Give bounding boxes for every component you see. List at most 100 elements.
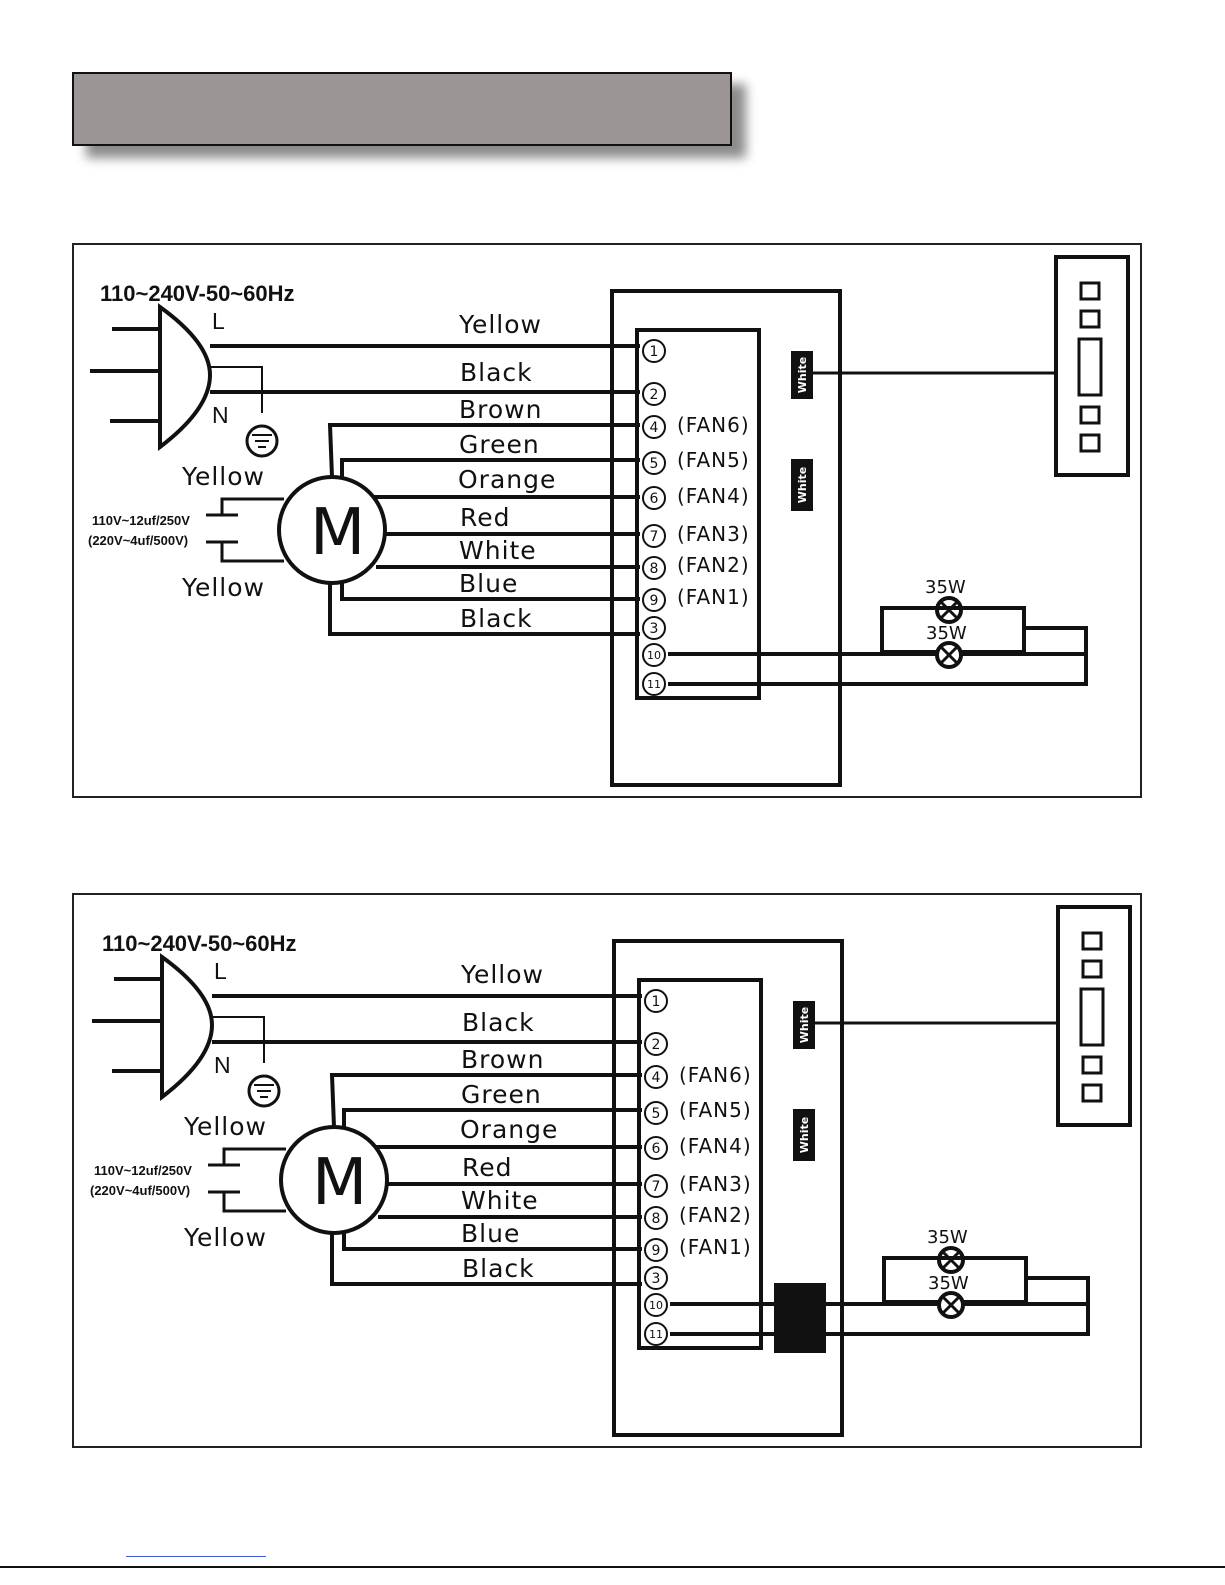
wire-label: Orange xyxy=(458,465,556,494)
switch-button xyxy=(1081,959,1103,979)
wire-label: Blue xyxy=(461,1219,520,1248)
line-label: L xyxy=(212,308,225,334)
switch-button xyxy=(1079,405,1101,425)
terminal-number: 7 xyxy=(652,1179,661,1195)
capacitor-label-1: 110V~12uf/250V xyxy=(92,513,190,528)
fan-speed-label: (FAN6) xyxy=(679,1063,752,1087)
power-plug xyxy=(158,303,213,452)
wire-label: Red xyxy=(462,1153,513,1182)
footer-link-underline[interactable] xyxy=(126,1556,266,1557)
terminal-number: 4 xyxy=(650,420,659,436)
motor-label: M xyxy=(310,496,365,570)
wire-label: Green xyxy=(459,430,540,459)
fan-speed-label: (FAN1) xyxy=(677,585,750,609)
terminal-number: 5 xyxy=(652,1106,661,1122)
line-label: L xyxy=(214,958,227,984)
supply-voltage-label: 110~240V-50~60Hz xyxy=(100,281,295,306)
switch-button xyxy=(1079,309,1101,329)
wire-label: Black xyxy=(460,604,533,633)
motor-label: M xyxy=(312,1146,367,1220)
switch-button xyxy=(1079,281,1101,301)
wire-label: Black xyxy=(460,358,533,387)
fan-speed-label: (FAN3) xyxy=(677,522,750,546)
lamp-wattage-label: 35W xyxy=(926,623,967,644)
motor-bottom-wire-label: Yellow xyxy=(181,573,265,602)
fan-speed-label: (FAN3) xyxy=(679,1172,752,1196)
wire-label: Brown xyxy=(461,1045,544,1074)
terminal-number: 2 xyxy=(652,1037,661,1053)
wire-label: White xyxy=(461,1186,539,1215)
capacitor-label-2: (220V~4uf/500V) xyxy=(90,1183,190,1198)
wire-label: Black xyxy=(462,1254,535,1283)
fan-speed-label: (FAN4) xyxy=(677,484,750,508)
transformer-block xyxy=(774,1283,826,1353)
terminal-number: 3 xyxy=(652,1271,661,1287)
power-plug xyxy=(160,953,215,1102)
terminal-number: 4 xyxy=(652,1070,661,1086)
page-bottom-rule xyxy=(0,1566,1225,1568)
wire-label: Brown xyxy=(459,395,542,424)
supply-voltage-label: 110~240V-50~60Hz xyxy=(102,931,297,956)
fan-speed-label: (FAN1) xyxy=(679,1235,752,1259)
wire-label: Green xyxy=(461,1080,542,1109)
terminal-number: 8 xyxy=(652,1211,661,1227)
terminal-number: 1 xyxy=(652,994,661,1010)
switch-button xyxy=(1081,1083,1103,1103)
wiring-diagram-1: 110~240V-50~60Hz L N Yellow Yellow 110V~… xyxy=(72,243,1142,798)
wiring-diagram-2: 110~240V-50~60Hz L N Yellow Yellow 110V~… xyxy=(72,893,1142,1448)
terminal-number: 8 xyxy=(650,561,659,577)
lamp-icon xyxy=(937,1246,965,1274)
section-title-banner xyxy=(72,72,732,146)
terminal-number: 7 xyxy=(650,529,659,545)
switch-panel xyxy=(1056,905,1132,1127)
connector-label: White xyxy=(798,1117,811,1153)
wire-label: Orange xyxy=(460,1115,558,1144)
terminal-number: 11 xyxy=(649,1328,663,1341)
switch-button xyxy=(1079,433,1101,453)
terminal-number: 9 xyxy=(652,1243,661,1259)
wire-label: Yellow xyxy=(460,960,544,989)
terminal-number: 6 xyxy=(650,491,659,507)
motor-top-wire-label: Yellow xyxy=(183,1112,267,1141)
fan-speed-label: (FAN2) xyxy=(677,553,750,577)
switch-display xyxy=(1079,987,1105,1047)
wire-label: Yellow xyxy=(458,310,542,339)
motor-bottom-wire-label: Yellow xyxy=(183,1223,267,1252)
switch-panel xyxy=(1054,255,1130,477)
wire-label: Black xyxy=(462,1008,535,1037)
lamp-icon xyxy=(935,596,963,624)
fan-speed-label: (FAN5) xyxy=(677,448,750,472)
terminal-number: 6 xyxy=(652,1141,661,1157)
earth-icon xyxy=(245,424,279,458)
lamp-wattage-label: 35W xyxy=(928,1273,969,1294)
fan-speed-label: (FAN6) xyxy=(677,413,750,437)
switch-button xyxy=(1081,1055,1103,1075)
fan-speed-label: (FAN2) xyxy=(679,1203,752,1227)
terminal-number: 3 xyxy=(650,621,659,637)
terminal-number: 10 xyxy=(647,649,661,662)
wire-label: White xyxy=(459,536,537,565)
switch-button xyxy=(1081,931,1103,951)
neutral-label: N xyxy=(212,402,229,428)
terminal-number: 9 xyxy=(650,593,659,609)
terminal-number: 11 xyxy=(647,678,661,691)
capacitor-label-1: 110V~12uf/250V xyxy=(94,1163,192,1178)
lamp-wattage-label: 35W xyxy=(925,577,966,598)
fan-speed-label: (FAN5) xyxy=(679,1098,752,1122)
terminal-number: 10 xyxy=(649,1299,663,1312)
connector-label: White xyxy=(796,467,809,503)
terminal-number: 2 xyxy=(650,387,659,403)
terminal-number: 5 xyxy=(650,456,659,472)
terminal-number: 1 xyxy=(650,344,659,360)
connector-label: White xyxy=(796,357,809,393)
motor-top-wire-label: Yellow xyxy=(181,462,265,491)
neutral-label: N xyxy=(214,1052,231,1078)
earth-icon xyxy=(247,1074,281,1108)
connector-label: White xyxy=(798,1007,811,1043)
fan-speed-label: (FAN4) xyxy=(679,1134,752,1158)
switch-display xyxy=(1077,337,1103,397)
wire-label: Red xyxy=(460,503,511,532)
capacitor-label-2: (220V~4uf/500V) xyxy=(88,533,188,548)
wire-label: Blue xyxy=(459,569,518,598)
lamp-wattage-label: 35W xyxy=(927,1227,968,1248)
